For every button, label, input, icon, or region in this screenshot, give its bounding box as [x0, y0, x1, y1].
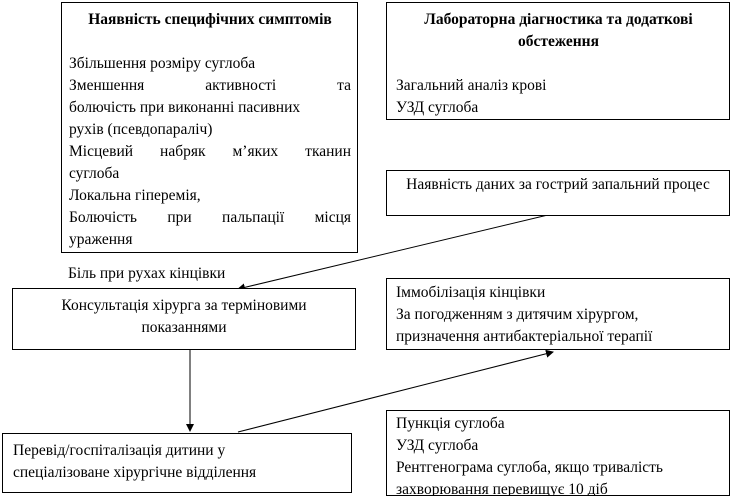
- symptoms-box: Наявність специфічних симптомів Збільшен…: [61, 2, 358, 253]
- symptom-movement-pain: Біль при рухах кінцівки: [68, 265, 226, 282]
- symptom-joint-enlargement: Збільшення розміру суглоба: [69, 55, 256, 72]
- symptoms-title: Наявність специфічних симптомів: [88, 11, 332, 28]
- arrow-inflammation-to-consult: [237, 213, 553, 292]
- lab-blood-test: Загальний аналіз крові: [396, 77, 547, 94]
- inflammation-box: Наявність даних за гострий запальний про…: [386, 170, 730, 216]
- symptom-hyperemia: Локальна гіперемія,: [69, 187, 201, 204]
- immobilization-line3: призначення антибактеріальної терапії: [396, 328, 653, 345]
- puncture-line3: Рентгенограма суглоба, якщо тривалість: [396, 459, 664, 476]
- lab-diagnostics-title: Лабораторна діагностика та додаткові обс…: [424, 11, 693, 50]
- arrow-transfer-to-immobilization: [237, 349, 554, 433]
- surgeon-consultation-box: Консультація хірурга за терміновими пока…: [12, 288, 356, 350]
- symptom-swelling-line2: суглоба: [69, 165, 120, 182]
- immobilization-box: Іммобілізація кінцівки За погодженням з …: [386, 278, 730, 350]
- transfer-line1: Перевід/госпіталізація дитини у: [13, 442, 226, 459]
- lab-joint-ultrasound: УЗД суглоба: [396, 99, 479, 116]
- transfer-box: Перевід/госпіталізація дитини у спеціалі…: [2, 433, 352, 493]
- puncture-line2: УЗД суглоба: [396, 437, 479, 454]
- symptom-palpation-pain-line1: Болючість при пальпації місця: [69, 209, 351, 226]
- puncture-box: Пункція суглоба УЗД суглоба Рентгенограм…: [386, 410, 730, 496]
- immobilization-line2: За погодженням з дитячим хірургом,: [396, 306, 639, 323]
- puncture-line1: Пункція суглоба: [396, 415, 505, 432]
- symptom-activity-decrease-line2: болючість при виконанні пасивних: [69, 99, 301, 116]
- immobilization-line1: Іммобілізація кінцівки: [396, 284, 546, 301]
- symptom-activity-decrease-line1: Зменшення активності та: [69, 77, 351, 94]
- puncture-line4: захворювання перевищує 10 діб: [396, 481, 608, 496]
- transfer-line2: спеціалізоване хірургічне відділення: [13, 464, 257, 481]
- lab-diagnostics-box: Лабораторна діагностика та додаткові обс…: [386, 2, 730, 120]
- surgeon-consultation-text: Консультація хірурга за терміновими пока…: [61, 297, 307, 336]
- symptom-swelling-line1: Місцевий набряк м’яких тканин: [69, 143, 351, 160]
- symptom-palpation-pain-line2: ураження: [69, 231, 133, 248]
- inflammation-text: Наявність даних за гострий запальний про…: [406, 176, 710, 193]
- symptom-activity-decrease-line3: рухів (псевдопараліч): [69, 121, 213, 138]
